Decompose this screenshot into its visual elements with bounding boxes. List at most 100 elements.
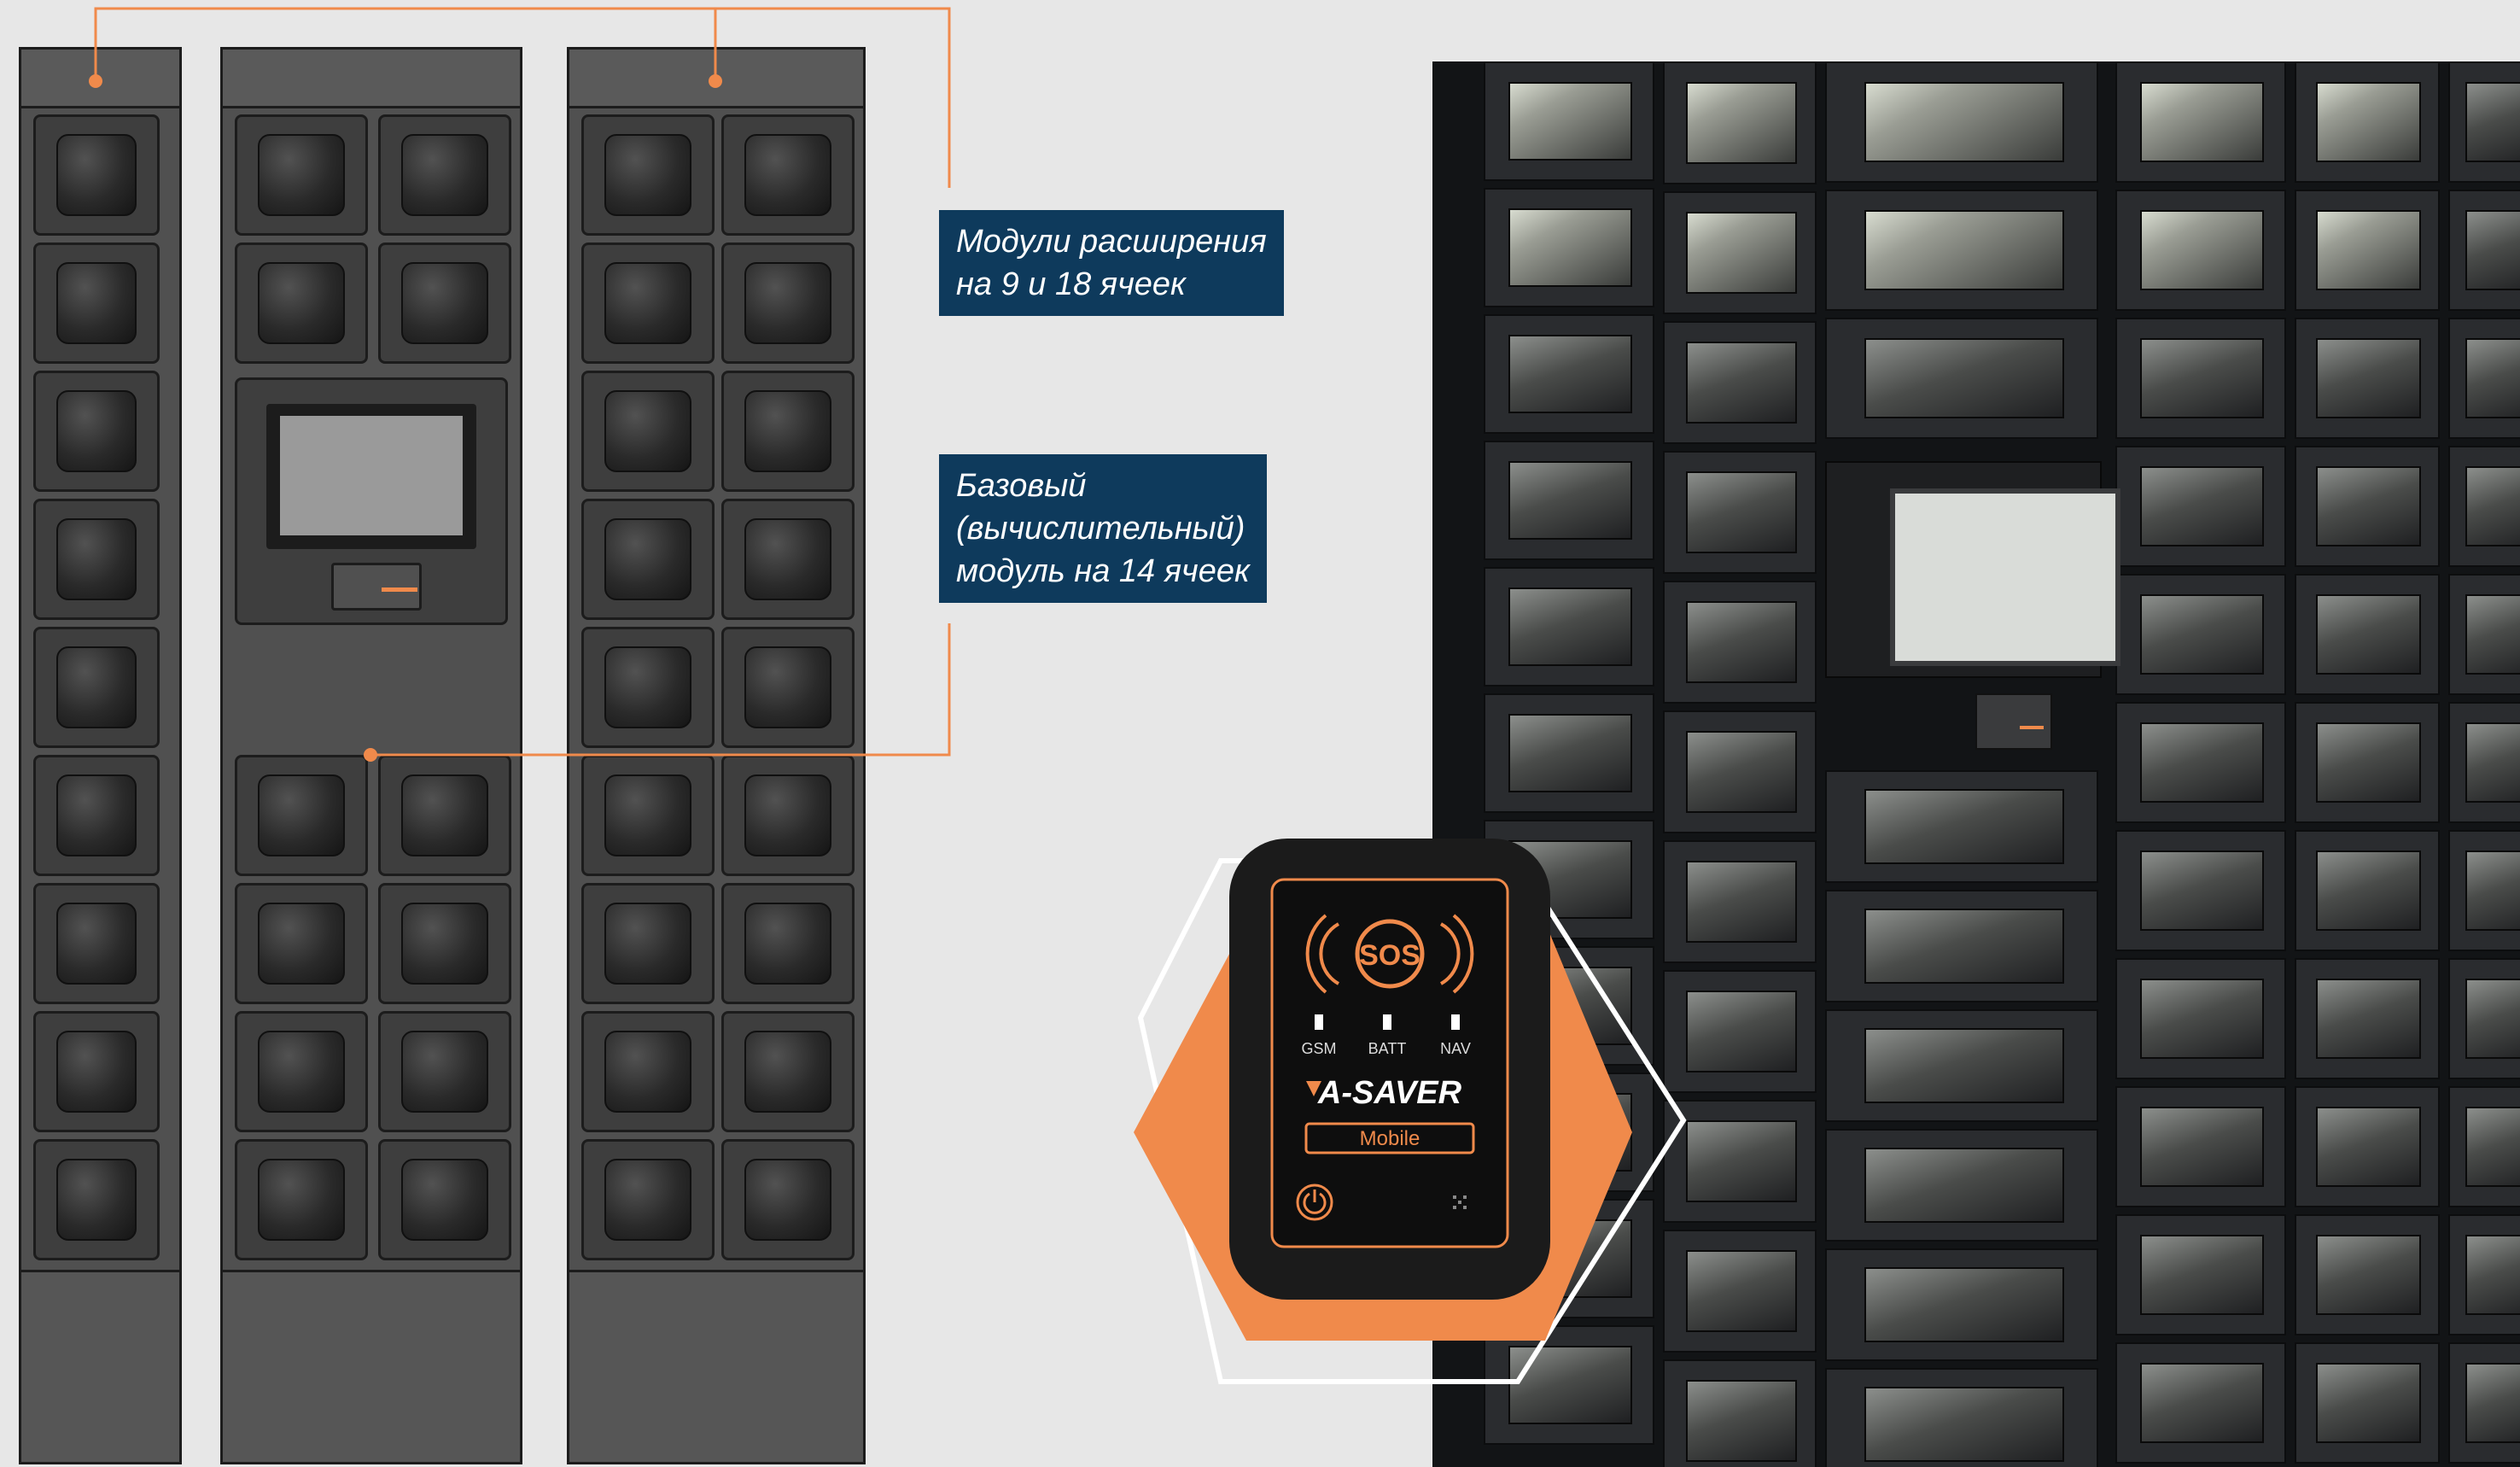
photo-cell-window — [2140, 722, 2265, 803]
photo-cell-window — [1685, 1380, 1797, 1462]
photo-locker-cell — [2295, 830, 2440, 951]
photo-cell-window — [2465, 1107, 2520, 1187]
cabinet-base — [223, 1270, 520, 1462]
cell-door-window — [604, 646, 691, 728]
photo-locker-cell — [2295, 446, 2440, 567]
photo-cell-window — [2140, 210, 2265, 290]
photo-cell-window — [2316, 722, 2422, 803]
photo-locker-cell — [1825, 1248, 2098, 1361]
cabinet-base — [569, 1270, 863, 1462]
photo-locker-cell — [2295, 1342, 2440, 1464]
locker-cell — [33, 371, 160, 492]
photo-locker-cell — [2295, 318, 2440, 439]
photo-locker-cell — [2115, 574, 2286, 695]
touch-screen-panel — [235, 377, 508, 625]
cell-door-window — [744, 1031, 831, 1113]
locker-cell — [235, 1011, 368, 1132]
cell-door-window — [401, 1159, 488, 1241]
photo-cell-window — [2465, 722, 2520, 803]
photo-cell-window — [1685, 991, 1797, 1072]
cell-door-window — [56, 390, 137, 472]
photo-cell-window — [2316, 82, 2422, 162]
photo-locker-cell — [2115, 830, 2286, 951]
photo-locker-cell — [2448, 574, 2520, 695]
photo-cell-window — [2140, 338, 2265, 418]
photo-cell-window — [1508, 81, 1633, 161]
cell-door-window — [744, 518, 831, 600]
photo-cell-window — [2465, 979, 2520, 1059]
photo-cell-window — [2316, 210, 2422, 290]
cell-door-window — [604, 390, 691, 472]
photo-cell-window — [2465, 1235, 2520, 1315]
photo-cell-window — [1685, 731, 1797, 813]
cell-door-window — [401, 903, 488, 985]
photo-locker-cell — [1825, 190, 2098, 311]
led-gsm-label: GSM — [1301, 1040, 1336, 1057]
locker-cell — [721, 883, 855, 1004]
photo-cell-window — [2316, 850, 2422, 931]
leader-line-base — [370, 623, 951, 757]
cell-door-window — [744, 1159, 831, 1241]
cell-door-window — [744, 903, 831, 985]
photo-locker-cell — [1825, 1129, 2098, 1242]
locker-cell — [33, 1011, 160, 1132]
led-nav-label: NAV — [1440, 1040, 1471, 1057]
photo-locker-cell — [1825, 318, 2098, 439]
photo-locker-cell — [2295, 574, 2440, 695]
locker-cell — [33, 1139, 160, 1260]
photo-locker-cell — [2115, 61, 2286, 183]
brand-name: A-SAVER — [1317, 1075, 1462, 1111]
photo-cell-window — [2465, 594, 2520, 675]
leader-dot — [364, 748, 377, 762]
cell-door-window — [744, 390, 831, 472]
photo-cell-window — [2316, 1107, 2422, 1187]
photo-cell-window — [2140, 1235, 2265, 1315]
photo-locker-cell — [1663, 970, 1817, 1093]
device-face — [1270, 878, 1509, 1248]
cell-door-window — [258, 903, 345, 985]
cell-door-window — [258, 774, 345, 856]
photo-locker-cell — [2115, 958, 2286, 1079]
photo-cell-window — [1685, 471, 1797, 553]
photo-locker-cell — [1663, 191, 1817, 314]
touch-screen — [280, 416, 463, 535]
led-gsm — [1315, 1014, 1323, 1030]
photo-cell-window — [2316, 1235, 2422, 1315]
photo-cell-window — [1864, 1148, 2065, 1223]
photo-cell-window — [1685, 861, 1797, 943]
photo-locker-cell — [1663, 1230, 1817, 1353]
photo-cell-window — [2316, 466, 2422, 546]
locker-cell — [235, 114, 368, 236]
signal-waves-icon — [1305, 914, 1474, 994]
cell-door-window — [56, 646, 137, 728]
photo-cell-window — [1508, 587, 1633, 667]
photo-locker-cell — [1484, 188, 1654, 307]
photo-cell-window — [1864, 1267, 2065, 1342]
cell-door-window — [604, 262, 691, 344]
cell-door-window — [56, 134, 137, 216]
photo-locker-cell — [2448, 1086, 2520, 1207]
locker-cell — [235, 1139, 368, 1260]
photo-locker-cell — [1825, 890, 2098, 1002]
leader-line-expansion — [94, 7, 951, 188]
photo-locker-cell — [1663, 840, 1817, 963]
photo-locker-cell — [1484, 61, 1654, 181]
photo-cell-window — [2140, 1107, 2265, 1187]
power-icon — [1296, 1184, 1333, 1221]
photo-locker-cell — [1825, 61, 2098, 183]
model-label: Mobile — [1360, 1127, 1420, 1150]
led-nav — [1451, 1014, 1460, 1030]
photo-locker-cell — [2448, 190, 2520, 311]
cell-door-window — [56, 774, 137, 856]
photo-cell-window — [1864, 1387, 2065, 1462]
photo-locker-cell — [1484, 441, 1654, 560]
locker-cell — [378, 883, 511, 1004]
cabinet-top-cap — [223, 50, 520, 108]
locker-cell — [235, 243, 368, 364]
locker-cell — [721, 1139, 855, 1260]
photo-cell-window — [1685, 342, 1797, 424]
photo-locker-cell — [1663, 1359, 1817, 1467]
photo-card-reader — [1975, 693, 2052, 750]
photo-locker-cell — [1484, 693, 1654, 813]
